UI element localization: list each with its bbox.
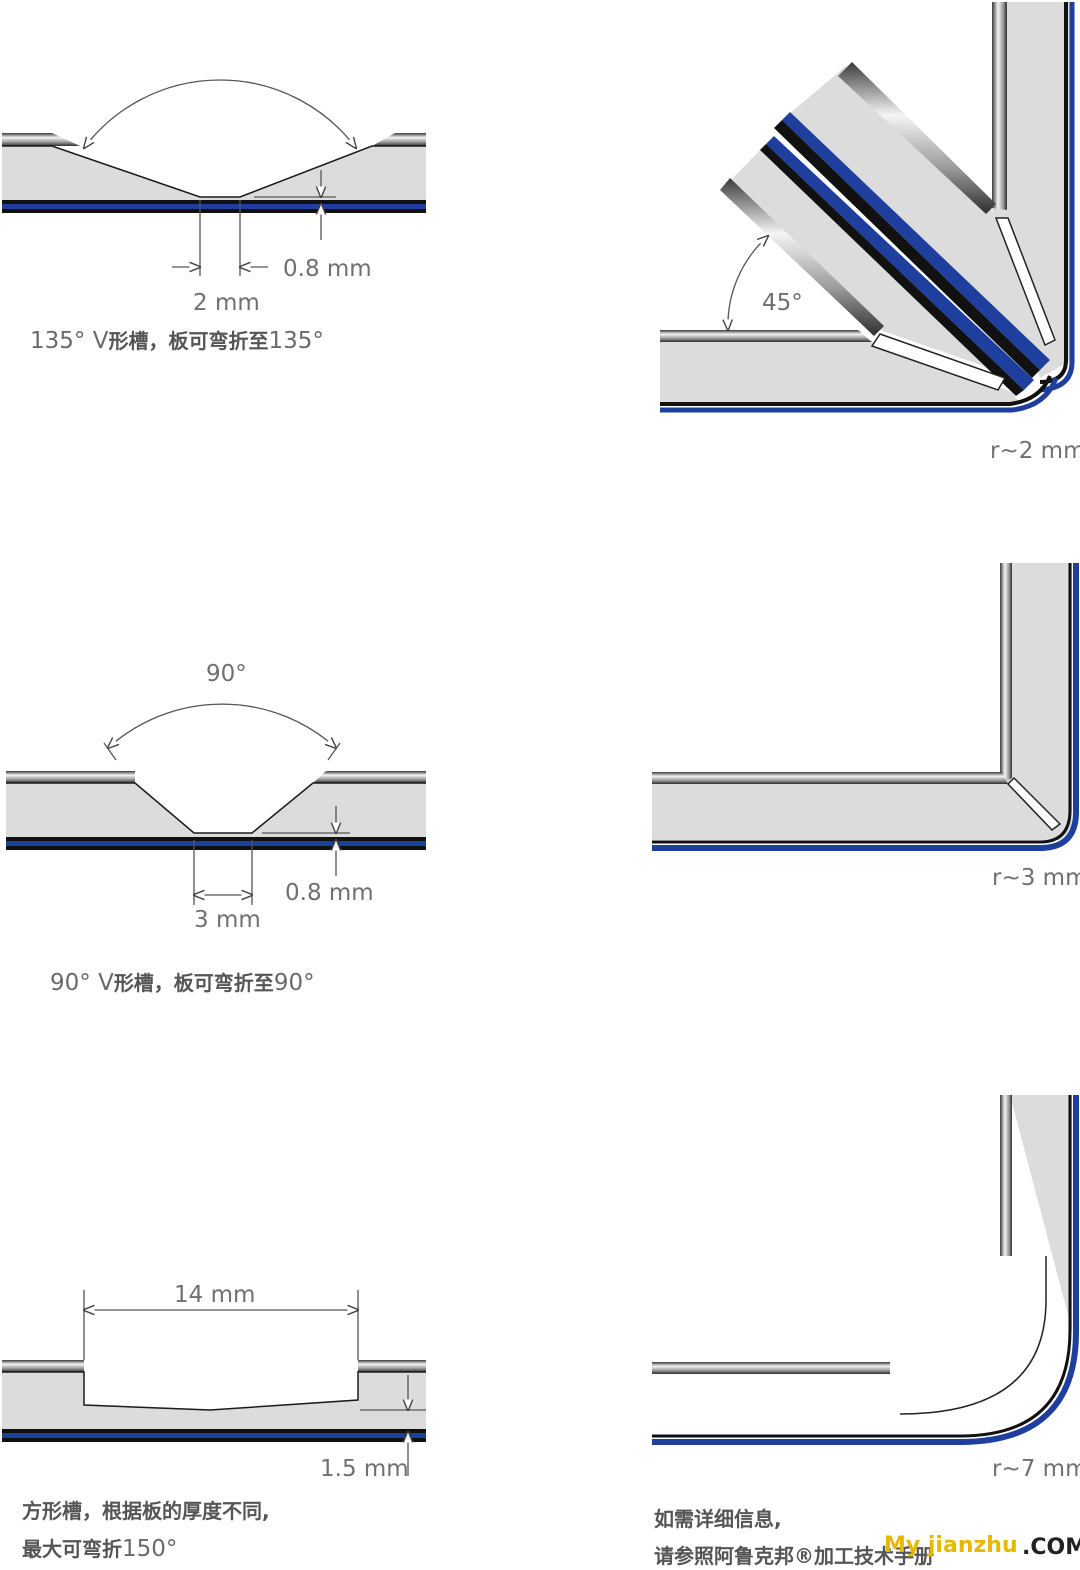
width-label: 14 mm [174,1282,255,1308]
watermark-name: My jianzhu [884,1533,1018,1558]
square-groove-section: 14 mm 1.5 mm 方形槽，根据板的厚度不同, 最大可弯折150° [2,1282,426,1562]
angle-label: 45° [762,290,803,316]
radius-label: r~7 mm [992,1456,1080,1482]
fold-square-section: r~7 mm [652,1095,1080,1482]
v90-groove-section: 90° 0.8 mm 3 mm 90° V形槽，板可弯折至90° [6,661,426,996]
width-label: 2 mm [193,290,260,316]
v90-caption: 90° V形槽，板可弯折至90° [50,970,315,996]
radius-label: r~2 mm [990,438,1080,464]
depth-label: 0.8 mm [285,880,374,906]
square-caption-line1: 方形槽，根据板的厚度不同, [22,1499,270,1523]
v135-groove-section: 0.8 mm 2 mm 135° V形槽，板可弯折至135° [2,79,426,354]
fold90-section: r~3 mm [652,563,1080,891]
square-caption-line2: 最大可弯折150° [22,1536,177,1562]
watermark-domain: .COM [1022,1535,1080,1560]
depth-label: 0.8 mm [283,256,372,282]
angle-arc [108,703,336,748]
v135-caption: 135° V形槽，板可弯折至135° [30,328,324,354]
angle-label: 90° [206,661,247,687]
angle-arc [84,79,356,148]
width-label: 3 mm [194,907,261,933]
footer-line1: 如需详细信息, [654,1507,782,1531]
radius-label: r~3 mm [992,865,1080,891]
fold45-section: 45° r~2 mm [660,2,1080,464]
angle-arc [728,236,768,330]
footer-line2: 请参照阿鲁克邦®加工技术手册 [654,1544,934,1568]
depth-label: 1.5 mm [320,1456,409,1482]
